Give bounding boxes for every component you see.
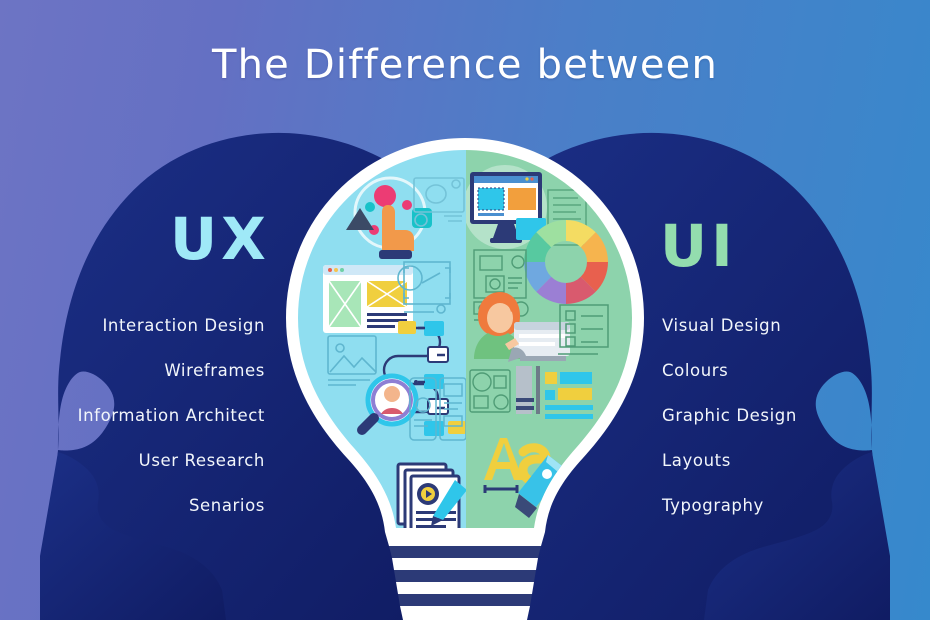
ui-list-item: Visual Design: [662, 316, 782, 335]
magnifier-user-research-icon: [357, 373, 419, 435]
ux-list: Interaction Design Wireframes Informatio…: [77, 316, 265, 543]
mobile-wireframe-icon: [409, 377, 466, 441]
ui-list-item: Graphic Design: [662, 406, 797, 425]
page-title: The Difference between: [211, 42, 718, 88]
crop-frame-icon: [397, 261, 451, 314]
ux-list-item: Information Architect: [77, 406, 265, 425]
ui-list-item: Layouts: [662, 451, 731, 470]
list-layout-icon: [558, 304, 609, 355]
ui-list-item: Typography: [662, 496, 764, 515]
ux-heading: UX: [170, 205, 270, 273]
ux-icon-group: [323, 176, 466, 528]
ux-list-item: Senarios: [188, 496, 265, 515]
camera-placeholder-icon: [413, 177, 465, 227]
touch-gesture-icon: [346, 176, 432, 259]
ux-list-item: User Research: [138, 451, 265, 470]
bulb-base: [385, 532, 545, 620]
designer-person-icon: [474, 292, 570, 362]
ui-list: Visual Design Colours Graphic Design Lay…: [662, 316, 797, 543]
ux-list-item: Interaction Design: [102, 316, 265, 335]
ui-list-item: Colours: [662, 361, 729, 380]
ui-icon-group: [466, 165, 609, 518]
color-wheel-icon: [524, 220, 608, 304]
ui-heading: UI: [660, 212, 737, 280]
ui-components-icon: [469, 366, 593, 419]
ux-list-item: Wireframes: [164, 361, 265, 380]
scenario-documents-icon: [396, 462, 466, 528]
desktop-visual-design-icon: [466, 165, 548, 249]
browser-wireframe-icon: [323, 265, 413, 333]
image-placeholder-icon: [327, 335, 377, 386]
